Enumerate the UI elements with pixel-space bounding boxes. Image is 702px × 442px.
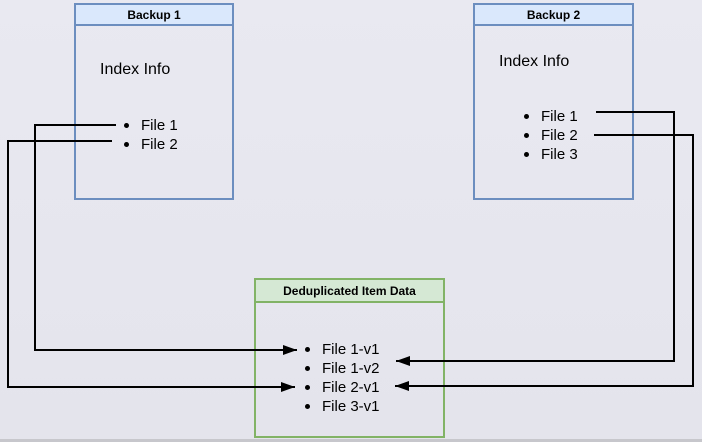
- backup1-file-2: File 2: [124, 135, 178, 154]
- backup1-file-list: File 1 File 2: [124, 116, 178, 154]
- backup2-file-list: File 1 File 2 File 3: [524, 107, 578, 164]
- backup2-file-2: File 2: [524, 126, 578, 145]
- backup2-file-1: File 1: [524, 107, 578, 126]
- dedup-file-1-v1: File 1-v1: [305, 340, 380, 359]
- dedup-item-list: File 1-v1 File 1-v2 File 2-v1 File 3-v1: [305, 340, 380, 416]
- backup1-index-info-label: Index Info: [100, 61, 171, 78]
- backup1-file-1: File 1: [124, 116, 178, 135]
- dedup-file-1-v2: File 1-v2: [305, 359, 380, 378]
- dedup-file-3-v1: File 3-v1: [305, 397, 380, 416]
- backup2-file-3: File 3: [524, 145, 578, 164]
- backup1-title: Backup 1: [76, 5, 232, 26]
- backup2-container: Backup 2: [473, 3, 634, 200]
- backup1-container: Backup 1: [74, 3, 234, 200]
- dedup-file-2-v1: File 2-v1: [305, 378, 380, 397]
- backup2-index-info-label: Index Info: [499, 53, 570, 70]
- backup2-title: Backup 2: [475, 5, 632, 26]
- canvas-bottom-edge: [0, 439, 702, 442]
- dedup-title: Deduplicated Item Data: [256, 280, 443, 303]
